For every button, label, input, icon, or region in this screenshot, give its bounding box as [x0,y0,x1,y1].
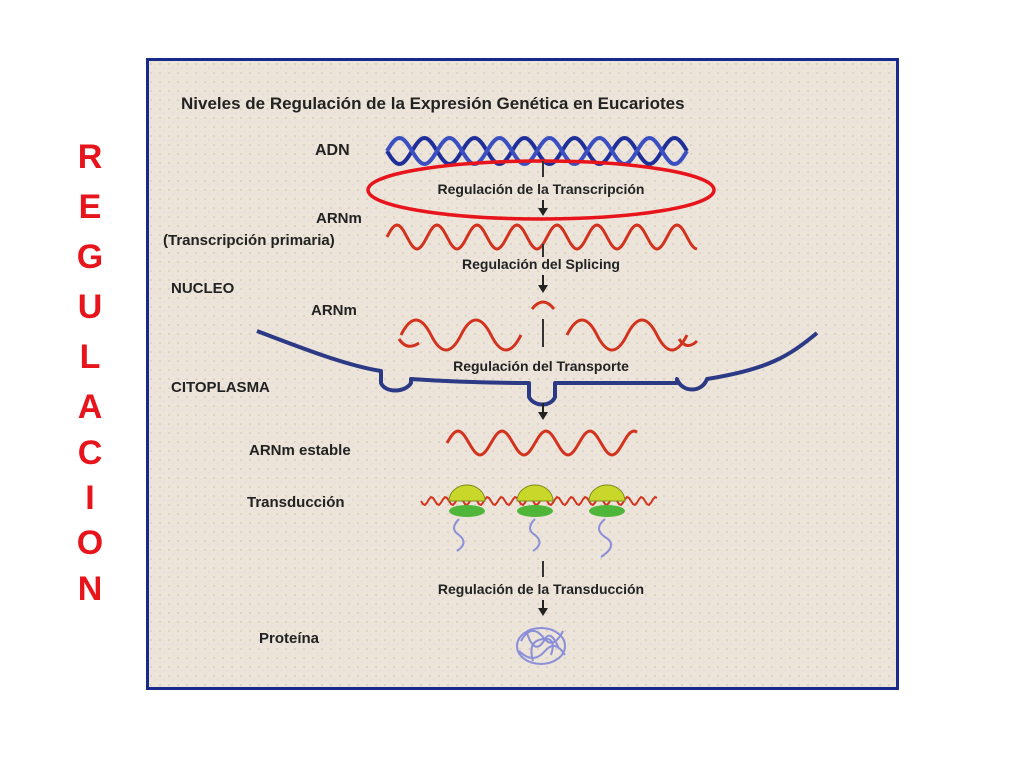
protein-coil-icon [516,627,566,665]
step-splicing: Regulación del Splicing [462,256,620,272]
side-letter: U [77,288,103,326]
ribosome-icon [448,484,486,552]
step-transcripcion: Regulación de la Transcripción [438,181,645,197]
diagram-svg: Niveles de Regulación de la Expresión Ge… [149,61,896,687]
side-letter: R [77,138,103,176]
label-proteina: Proteína [259,630,320,647]
ribosome-icon [516,484,554,552]
label-adn: ADN [315,142,350,159]
label-transcripcion-primaria: (Transcripción primaria) [163,232,335,249]
rna-wave-icon [445,429,638,457]
side-letter: A [77,388,103,426]
nuclear-membrane [256,329,819,407]
label-nucleo: NUCLEO [171,280,235,297]
step-traduccion: Regulación de la Transducción [438,581,644,597]
side-letter: L [79,338,101,376]
ribosome-icon [588,484,626,558]
label-citoplasma: CITOPLASMA [171,379,270,396]
side-letter: N [77,570,103,608]
side-letter: G [76,238,104,276]
highlight-ellipse [366,159,716,221]
label-transduccion: Transducción [247,494,345,511]
step-transporte: Regulación del Transporte [453,358,629,374]
diagram-title: Niveles de Regulación de la Expresión Ge… [181,94,685,113]
rna-wave-icon [397,300,699,352]
label-arnm-estable: ARNm estable [249,442,351,459]
down-arrow-icon [538,403,548,420]
diagram-panel: Niveles de Regulación de la Expresión Ge… [146,58,899,690]
side-letter: E [78,188,102,226]
dna-helix-icon [385,135,689,167]
label-arnm-primary: ARNm [316,210,362,227]
side-letter: C [77,434,103,472]
down-arrow-icon [538,275,548,293]
label-arnm: ARNm [311,302,357,319]
down-arrow-icon [538,200,548,216]
side-letter: O [76,524,104,562]
side-letter: I [85,479,95,517]
down-arrow-icon [538,600,548,616]
